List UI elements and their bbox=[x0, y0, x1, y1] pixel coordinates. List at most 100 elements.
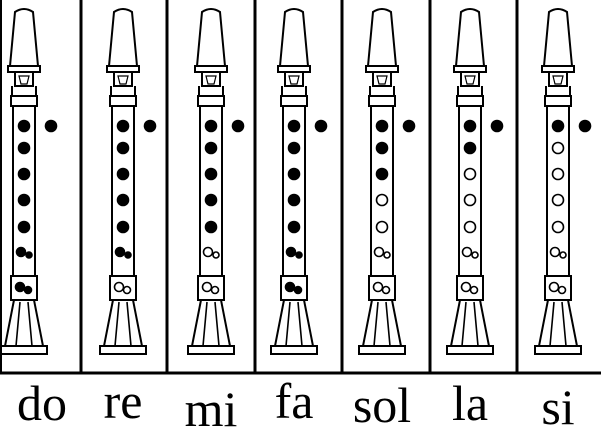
finger-hole-5 bbox=[287, 220, 301, 234]
finger-hole-1 bbox=[116, 119, 130, 133]
finger-hole-3 bbox=[463, 167, 477, 181]
finger-hole-3 bbox=[17, 167, 31, 181]
finger-hole-5 bbox=[17, 220, 31, 234]
foot-hole-small bbox=[210, 285, 220, 295]
recorder-la bbox=[446, 8, 504, 355]
foot-hole-small bbox=[469, 285, 479, 295]
bell-lines bbox=[373, 301, 391, 347]
joint-ring bbox=[109, 95, 137, 107]
finger-hole-5 bbox=[551, 220, 565, 234]
foot-hole-large bbox=[113, 281, 125, 293]
bell-rim bbox=[99, 345, 147, 355]
foot-hole-small bbox=[23, 285, 33, 295]
mouthpiece bbox=[278, 8, 310, 67]
finger-hole-2 bbox=[116, 141, 130, 155]
thumb-hole bbox=[44, 119, 58, 133]
finger-hole-2 bbox=[463, 141, 477, 155]
finger-hole-1 bbox=[375, 119, 389, 133]
finger-hole-5 bbox=[375, 220, 389, 234]
bell-lines bbox=[15, 301, 33, 347]
finger-hole-3 bbox=[204, 167, 218, 181]
foot-hole-large bbox=[284, 281, 296, 293]
column-dividers bbox=[0, 0, 601, 375]
foot-hole-small bbox=[293, 285, 303, 295]
foot-hole-small bbox=[381, 285, 391, 295]
bell bbox=[449, 299, 491, 347]
finger-hole-2 bbox=[17, 141, 31, 155]
finger-hole-5 bbox=[116, 220, 130, 234]
thumb-hole bbox=[314, 119, 328, 133]
finger-hole-1 bbox=[463, 119, 477, 133]
finger-hole-1 bbox=[17, 119, 31, 133]
joint-ring bbox=[10, 95, 38, 107]
finger-hole-4 bbox=[116, 193, 130, 207]
recorder-sol bbox=[358, 8, 416, 355]
double-hole-small bbox=[383, 251, 391, 259]
mouthpiece bbox=[195, 8, 227, 67]
double-hole-small bbox=[471, 251, 479, 259]
note-label-si: si bbox=[541, 379, 574, 435]
double-hole-small bbox=[25, 251, 33, 259]
bell bbox=[102, 299, 144, 347]
finger-hole-4 bbox=[375, 193, 389, 207]
finger-hole-4 bbox=[551, 193, 565, 207]
recorder-fa bbox=[270, 8, 328, 355]
bell-lines bbox=[549, 301, 567, 347]
thumb-hole bbox=[578, 119, 592, 133]
bell bbox=[361, 299, 403, 347]
finger-hole-3 bbox=[287, 167, 301, 181]
note-label-la: la bbox=[452, 375, 488, 431]
recorder-si bbox=[534, 8, 592, 355]
bell-rim bbox=[358, 345, 406, 355]
labium bbox=[205, 75, 217, 85]
double-hole-large bbox=[114, 246, 126, 258]
foot-hole-large bbox=[201, 281, 213, 293]
mouthpiece bbox=[542, 8, 574, 67]
mouthpiece bbox=[366, 8, 398, 67]
bell-lines bbox=[114, 301, 132, 347]
finger-hole-4 bbox=[204, 193, 218, 207]
bell bbox=[537, 299, 579, 347]
finger-hole-5 bbox=[463, 220, 477, 234]
bell-lines bbox=[285, 301, 303, 347]
finger-hole-3 bbox=[116, 167, 130, 181]
finger-hole-1 bbox=[204, 119, 218, 133]
mouthpiece bbox=[8, 8, 40, 67]
thumb-hole bbox=[143, 119, 157, 133]
joint-ring bbox=[280, 95, 308, 107]
recorders-row bbox=[0, 8, 592, 355]
finger-hole-2 bbox=[287, 141, 301, 155]
finger-hole-4 bbox=[17, 193, 31, 207]
recorder-re bbox=[99, 8, 157, 355]
double-hole-small bbox=[559, 251, 567, 259]
finger-hole-2 bbox=[375, 141, 389, 155]
bell-rim bbox=[446, 345, 494, 355]
bell-rim bbox=[187, 345, 235, 355]
joint-ring bbox=[197, 95, 225, 107]
finger-hole-4 bbox=[463, 193, 477, 207]
bell-lines bbox=[461, 301, 479, 347]
note-label-fa: fa bbox=[275, 373, 314, 429]
double-hole-small bbox=[124, 251, 132, 259]
mouthpiece bbox=[454, 8, 486, 67]
bell-rim bbox=[534, 345, 582, 355]
bell bbox=[273, 299, 315, 347]
finger-hole-3 bbox=[551, 167, 565, 181]
bell-rim bbox=[0, 345, 48, 355]
bell-rim bbox=[270, 345, 318, 355]
recorder-do bbox=[0, 8, 58, 355]
finger-hole-4 bbox=[287, 193, 301, 207]
finger-hole-2 bbox=[551, 141, 565, 155]
note-label-sol: sol bbox=[353, 377, 411, 433]
foot-hole-small bbox=[122, 285, 132, 295]
labium bbox=[552, 75, 564, 85]
joint-ring bbox=[544, 95, 572, 107]
bell bbox=[190, 299, 232, 347]
foot-hole-large bbox=[460, 281, 472, 293]
foot-hole-large bbox=[372, 281, 384, 293]
note-label-re: re bbox=[104, 373, 143, 429]
finger-hole-3 bbox=[375, 167, 389, 181]
labium bbox=[288, 75, 300, 85]
